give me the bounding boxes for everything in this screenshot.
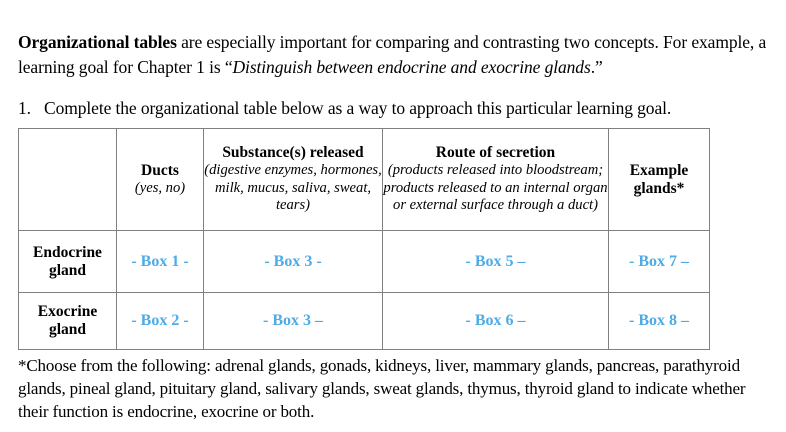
cell-exocrine-example[interactable]: - Box 8 – <box>608 292 710 350</box>
answer-box-8: - Box 8 – <box>629 312 689 329</box>
header-example-glands-title: Example glands* <box>629 161 689 197</box>
learning-goal-emphasis: Distinguish between endocrine and exocri… <box>232 56 591 77</box>
header-cell-substances: Substance(s) released (digestive enzymes… <box>203 128 383 231</box>
intro-body-first: are especially important for comparing a… <box>18 31 767 77</box>
answer-box-1: - Box 1 - <box>131 252 189 270</box>
cell-endocrine-route[interactable]: - Box 5 – <box>382 230 609 293</box>
cell-exocrine-substances[interactable]: - Box 3 – <box>203 292 383 350</box>
header-substances-title: Substance(s) released <box>222 144 364 162</box>
row-label-endocrine: Endocrine gland <box>18 230 117 293</box>
header-route-title: Route of secretion <box>435 144 556 162</box>
answer-box-6: - Box 6 – <box>465 312 526 329</box>
answer-box-3b: - Box 3 – <box>263 312 323 329</box>
header-cell-ducts: Ducts (yes, no) <box>116 128 204 231</box>
row-label-text: Endocrine gland <box>33 243 102 279</box>
intro-paragraph: Organizational tables are especially imp… <box>18 18 768 80</box>
answer-box-3a: - Box 3 - <box>264 252 322 270</box>
instruction-item: 1. Complete the organizational table bel… <box>18 97 768 119</box>
header-cell-example-glands: Example glands* <box>608 128 710 231</box>
footnote-text: *Choose from the following: adrenal glan… <box>18 356 746 421</box>
row-label-text: Exocrine gland <box>37 303 98 338</box>
cell-exocrine-route[interactable]: - Box 6 – <box>382 292 609 350</box>
answer-box-7: - Box 7 – <box>629 252 689 270</box>
cell-endocrine-substances[interactable]: - Box 3 - <box>203 230 383 293</box>
table-row: Endocrine gland - Box 1 - - Box 3 - - Bo… <box>18 230 710 293</box>
header-ducts-title: Ducts <box>141 161 179 179</box>
intro-lead-term: Organizational tables <box>18 31 177 52</box>
header-cell-corner <box>18 128 117 231</box>
cell-exocrine-ducts[interactable]: - Box 2 - <box>116 292 204 350</box>
table-header-row: Ducts (yes, no) Substance(s) released (d… <box>18 128 710 231</box>
answer-box-5: - Box 5 – <box>465 252 526 270</box>
header-cell-route: Route of secretion (products released in… <box>382 128 609 231</box>
instruction-number: 1. <box>18 98 31 118</box>
intro-body-second: .” <box>590 56 603 77</box>
worksheet-page: Organizational tables are especially imp… <box>0 18 786 432</box>
organizational-table: Ducts (yes, no) Substance(s) released (d… <box>18 128 710 350</box>
header-substances-sub: (digestive enzymes, hormones, milk, mucu… <box>204 162 382 214</box>
answer-box-2: - Box 2 - <box>131 312 189 329</box>
cell-endocrine-ducts[interactable]: - Box 1 - <box>116 230 204 293</box>
cell-endocrine-example[interactable]: - Box 7 – <box>608 230 710 293</box>
instruction-text: Complete the organizational table below … <box>44 98 672 118</box>
table-row: Exocrine gland - Box 2 - - Box 3 – - Box… <box>18 292 710 350</box>
header-route-sub: (products released into bloodstream; pro… <box>383 162 608 214</box>
header-ducts-sub: (yes, no) <box>134 179 186 196</box>
row-label-exocrine: Exocrine gland <box>18 292 117 350</box>
